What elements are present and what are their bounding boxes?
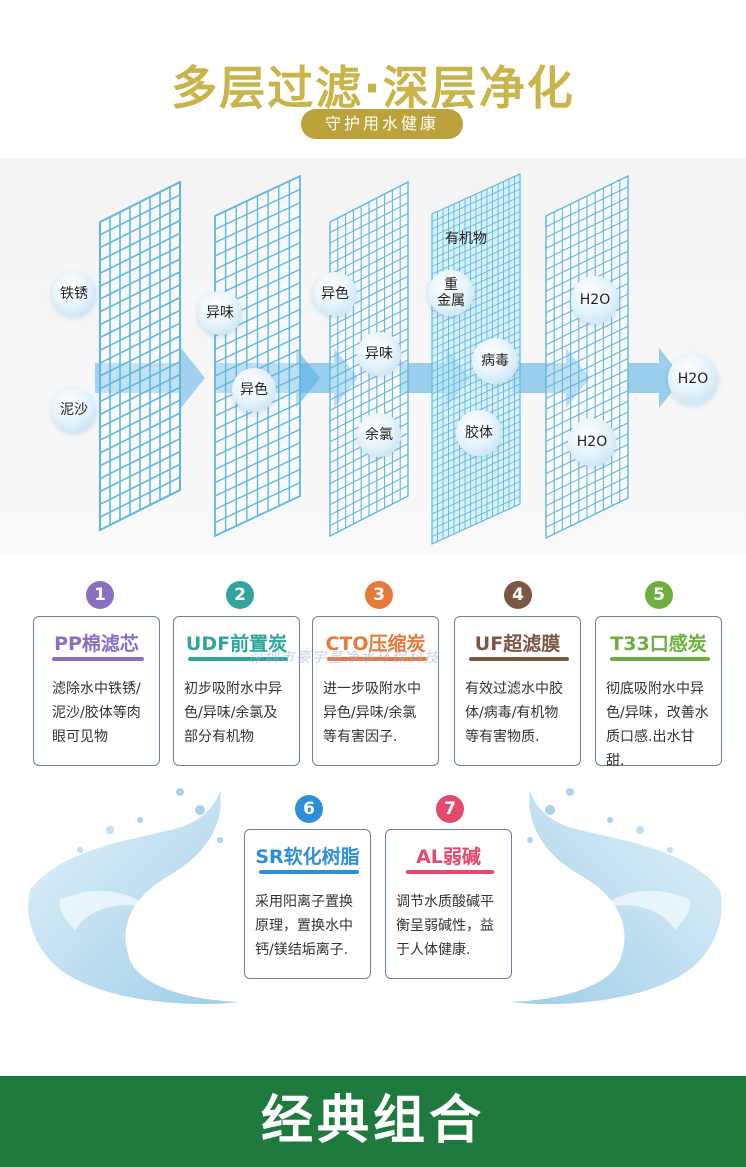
card-title: CTO压缩炭	[325, 633, 426, 655]
bubble-sand: 泥沙	[52, 388, 96, 432]
flow-arrow	[628, 348, 683, 408]
bubble-color-1: 异色	[232, 368, 276, 412]
step-number-2: 2	[226, 581, 254, 609]
step-number-3: 3	[365, 581, 393, 609]
water-splash-left-graphic	[28, 788, 241, 1005]
bubble-h2o-out: H2O	[668, 354, 718, 404]
bubble-chlorine: 余氯	[357, 413, 401, 457]
filter-card-cto: CTO压缩炭 进一步吸附水中异色/异味/余氯等有害因子.	[312, 616, 439, 766]
filter-grid-5	[545, 174, 629, 540]
card-underline	[188, 657, 288, 661]
card-description: 彻底吸附水中异色/异味，改善水质口感.出水甘甜.	[606, 681, 709, 769]
card-description: 有效过滤水中胶体/病毒/有机物等有害物质.	[465, 681, 563, 745]
card-title: T33口感炭	[610, 633, 707, 655]
filter-grid-2	[214, 174, 301, 538]
subtitle-pill: 守护用水健康	[301, 109, 463, 139]
step-number-5: 5	[645, 581, 673, 609]
step-number-1: 1	[86, 581, 114, 609]
filter-card-t33: T33口感炭 彻底吸附水中异色/异味，改善水质口感.出水甘甜.	[595, 616, 722, 769]
card-title: UF超滤膜	[474, 633, 561, 655]
bubble-h2o-top: H2O	[571, 276, 619, 324]
bubble-heavy-metal: 重 金属	[428, 270, 474, 316]
label-organic: 有机物	[445, 231, 487, 247]
bubble-h2o-bottom: H2O	[568, 418, 616, 466]
filter-grid-1	[98, 180, 182, 532]
bubble-odor-2: 异味	[357, 332, 401, 376]
bubble-rust: 铁锈	[52, 272, 96, 316]
filter-card-udf: UDF前置炭 初步吸附水中异色/异味/余氯及部分有机物	[173, 616, 300, 766]
card-title: UDF前置炭	[185, 633, 288, 655]
card-title: SR软化树脂	[255, 846, 360, 868]
card-title: PP棉滤芯	[54, 633, 139, 655]
card-title: AL弱碱	[416, 846, 481, 868]
filtration-diagram: 铁锈 泥沙 异味 异色 异色 异味 余氯 有机物 重 金属 病毒 胶体 H2O …	[0, 158, 746, 553]
filter-card-al: AL弱碱 调节水质酸碱平衡呈弱碱性，益于人体健康.	[385, 829, 512, 979]
card-underline	[469, 657, 569, 661]
card-description: 采用阳离子置换原理，置换水中钙/镁结垢离子.	[255, 894, 353, 958]
card-description: 初步吸附水中异色/异味/余氯及部分有机物	[184, 681, 282, 745]
bubble-odor-1: 异味	[198, 291, 242, 335]
card-underline	[406, 870, 494, 874]
card-underline	[259, 870, 359, 874]
card-description: 调节水质酸碱平衡呈弱碱性，益于人体健康.	[396, 894, 494, 958]
card-underline	[327, 657, 427, 661]
bubble-color-2: 异色	[313, 272, 357, 316]
card-description: 进一步吸附水中异色/异味/余氯等有害因子.	[323, 681, 421, 745]
card-description: 滤除水中铁锈/泥沙/胶体等肉眼可见物	[52, 681, 141, 745]
filter-card-sr: SR软化树脂 采用阳离子置换原理，置换水中钙/镁结垢离子.	[244, 829, 371, 979]
filter-card-uf: UF超滤膜 有效过滤水中胶体/病毒/有机物等有害物质.	[454, 616, 581, 766]
bubble-virus: 病毒	[472, 338, 518, 384]
footer-banner: 经典组合	[0, 1076, 746, 1167]
page-title: 多层过滤·深层净化	[171, 61, 575, 115]
card-underline	[52, 657, 144, 661]
filter-card-pp: PP棉滤芯 滤除水中铁锈/泥沙/胶体等肉眼可见物	[33, 616, 160, 766]
step-number-6: 6	[295, 795, 323, 823]
bubble-colloid: 胶体	[456, 410, 502, 456]
step-number-4: 4	[504, 581, 532, 609]
card-underline	[610, 657, 710, 661]
water-splash-right-graphic	[510, 788, 722, 1005]
watermark: 深圳市豪宇星净水环保科技	[248, 650, 440, 666]
step-number-7: 7	[436, 795, 464, 823]
